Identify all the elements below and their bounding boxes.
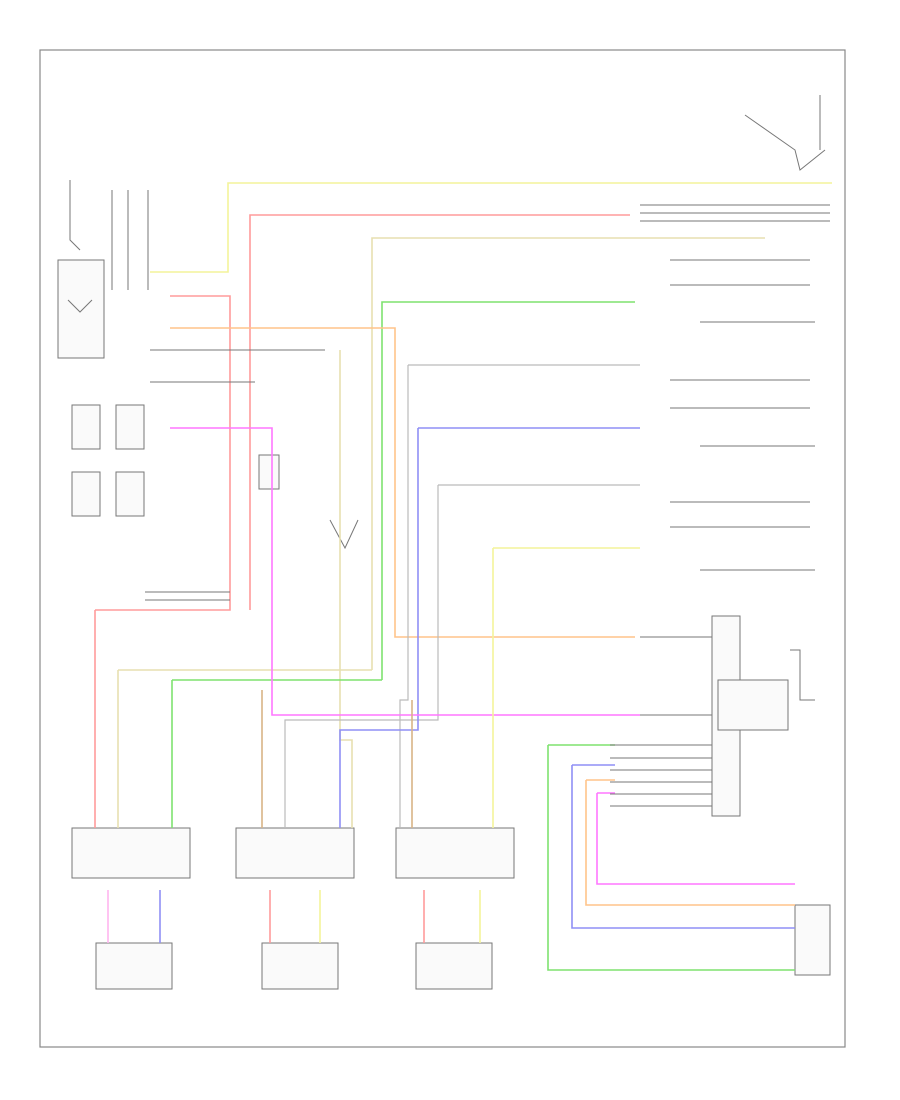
diagram-frame <box>39 49 846 1048</box>
wire-magenta-1 <box>170 427 795 885</box>
wire-brown-1 <box>261 690 413 828</box>
front-right-power-window-motor <box>95 942 173 990</box>
wire-red-1 <box>94 214 630 828</box>
right-rear-power-window-switch <box>395 827 515 879</box>
left-front-power-window-motor <box>794 904 831 976</box>
fuse-relay-box <box>57 190 149 359</box>
joint-connector <box>258 454 359 550</box>
wire-green-1 <box>171 301 795 971</box>
front-right-power-window-switch <box>71 827 191 879</box>
wire-yellow-2 <box>319 547 640 943</box>
left-rear-power-window-motor <box>261 942 339 990</box>
under-dash-fuse-block <box>71 404 145 517</box>
wire-blue-1 <box>159 427 795 943</box>
wire-black-1 <box>145 349 712 807</box>
wire-red-2 <box>269 890 425 943</box>
left-rear-power-window-switch <box>235 827 355 879</box>
rear-switch-bank <box>640 95 830 571</box>
right-rear-power-window-motor <box>415 942 493 990</box>
wire-yellow-1 <box>150 182 832 273</box>
power-window-master-switch <box>711 615 815 817</box>
wire-orange-1 <box>170 327 795 906</box>
wire-tan-1 <box>117 237 765 828</box>
power-window-relay <box>69 180 81 251</box>
wire-gray-1 <box>284 364 640 828</box>
